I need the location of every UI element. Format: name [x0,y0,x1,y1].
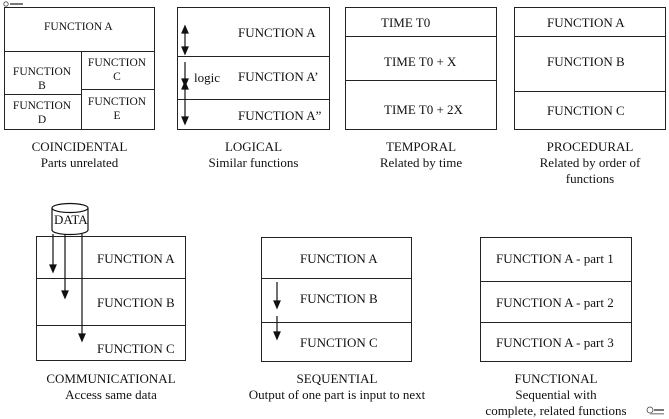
vertical-arrow-icon [78,234,86,343]
sequential-caption: SEQUENTIAL Output of one part is input t… [238,371,436,403]
logo-icon [646,406,664,415]
data-label: DATA [54,212,88,227]
logical-subtitle: Similar functions [208,155,299,170]
vertical-arrow-icon [49,234,57,274]
vertical-arrow-icon [273,316,281,341]
temporal-caption: TEMPORAL Related by time [345,139,497,171]
function-c-label: FUNCTION C [85,56,149,84]
communicational-subtitle: Access same data [65,387,157,402]
functional-subtitle-line2: complete, related functions [485,403,627,418]
temporal-row-3: TIME T0 + 2X [384,102,463,117]
function-e-line1: FUNCTION [87,96,147,108]
functional-caption: FUNCTIONAL Sequential with complete, rel… [470,371,642,419]
sequential-box [261,237,412,362]
temporal-box [345,7,497,130]
logical-title: LOGICAL [224,139,283,154]
vertical-arrow-icon [273,282,281,310]
function-d-line2: D [37,114,47,126]
vertical-arrow-icon [181,24,189,56]
communicational-caption: COMMUNICATIONAL Access same data [18,371,204,403]
function-c-line2: C [113,71,121,83]
function-c-line1: FUNCTION [87,57,147,69]
procedural-box [514,7,666,130]
coincidental-title: COINCIDENTAL [31,139,128,154]
sequential-row-2: FUNCTION B [300,291,378,306]
logical-row-3: FUNCTION A” [238,108,322,123]
sequential-row-1: FUNCTION A [300,251,378,266]
communicational-row-3: FUNCTION C [97,341,175,356]
database-cylinder-icon [51,202,89,236]
function-a-label: FUNCTION A [44,21,113,33]
function-b-line2: B [38,80,46,92]
logic-label: logic [194,70,220,85]
procedural-title: PROCEDURAL [546,139,634,154]
procedural-subtitle-line1: Related by order of [539,155,641,170]
divider [345,80,497,81]
temporal-subtitle: Related by time [379,155,463,170]
functional-box [480,237,632,362]
divider [177,56,330,57]
divider [177,99,330,100]
divider [81,89,155,90]
procedural-row-3: FUNCTION C [547,103,625,118]
vertical-arrow-icon [61,234,69,300]
procedural-row-2: FUNCTION B [547,54,625,69]
function-e-line2: E [113,110,121,122]
function-d-line1: FUNCTION [12,100,72,112]
procedural-caption: PROCEDURAL Related by order of functions [514,139,666,187]
communicational-row-2: FUNCTION B [97,295,175,310]
vertical-arrow-icon [181,80,189,126]
divider [4,94,82,95]
coincidental-caption: COINCIDENTAL Parts unrelated [4,139,155,171]
divider [36,278,186,279]
coincidental-subtitle: Parts unrelated [40,155,119,170]
publisher-logo-bottom-right [646,406,666,418]
divider [514,91,666,92]
divider [261,322,412,323]
function-b-line1: FUNCTION [12,66,72,78]
function-e-label: FUNCTION E [85,95,149,123]
publisher-logo-top-left [3,1,25,9]
sequential-title: SEQUENTIAL [296,371,378,386]
divider [480,322,632,323]
logical-caption: LOGICAL Similar functions [177,139,330,171]
functional-row-2: FUNCTION A - part 2 [496,295,614,310]
divider [4,51,155,52]
divider [36,325,186,326]
logical-row-2: FUNCTION A’ [238,69,319,84]
functional-row-3: FUNCTION A - part 3 [496,335,614,350]
functional-title: FUNCTIONAL [514,371,598,386]
communicational-box [36,236,186,361]
divider [261,278,412,279]
divider [514,36,666,37]
divider [345,36,497,37]
logical-box [177,7,330,130]
function-d-label: FUNCTION D [10,99,74,127]
logo-icon [3,1,23,7]
procedural-subtitle-line2: functions [565,171,615,186]
divider [81,51,82,130]
temporal-title: TEMPORAL [385,139,457,154]
functional-subtitle-line1: Sequential with [515,387,597,402]
functional-row-1: FUNCTION A - part 1 [496,251,614,266]
logical-row-1: FUNCTION A [238,25,316,40]
divider [480,281,632,282]
sequential-row-3: FUNCTION C [300,335,378,350]
sequential-subtitle: Output of one part is input to next [248,387,426,402]
temporal-row-1: TIME T0 [381,15,431,30]
communicational-title: COMMUNICATIONAL [46,371,176,386]
temporal-row-2: TIME T0 + X [384,54,457,69]
procedural-row-1: FUNCTION A [547,15,625,30]
function-b-label: FUNCTION B [10,65,74,93]
coincidental-box [4,7,155,130]
communicational-row-1: FUNCTION A [97,251,175,266]
